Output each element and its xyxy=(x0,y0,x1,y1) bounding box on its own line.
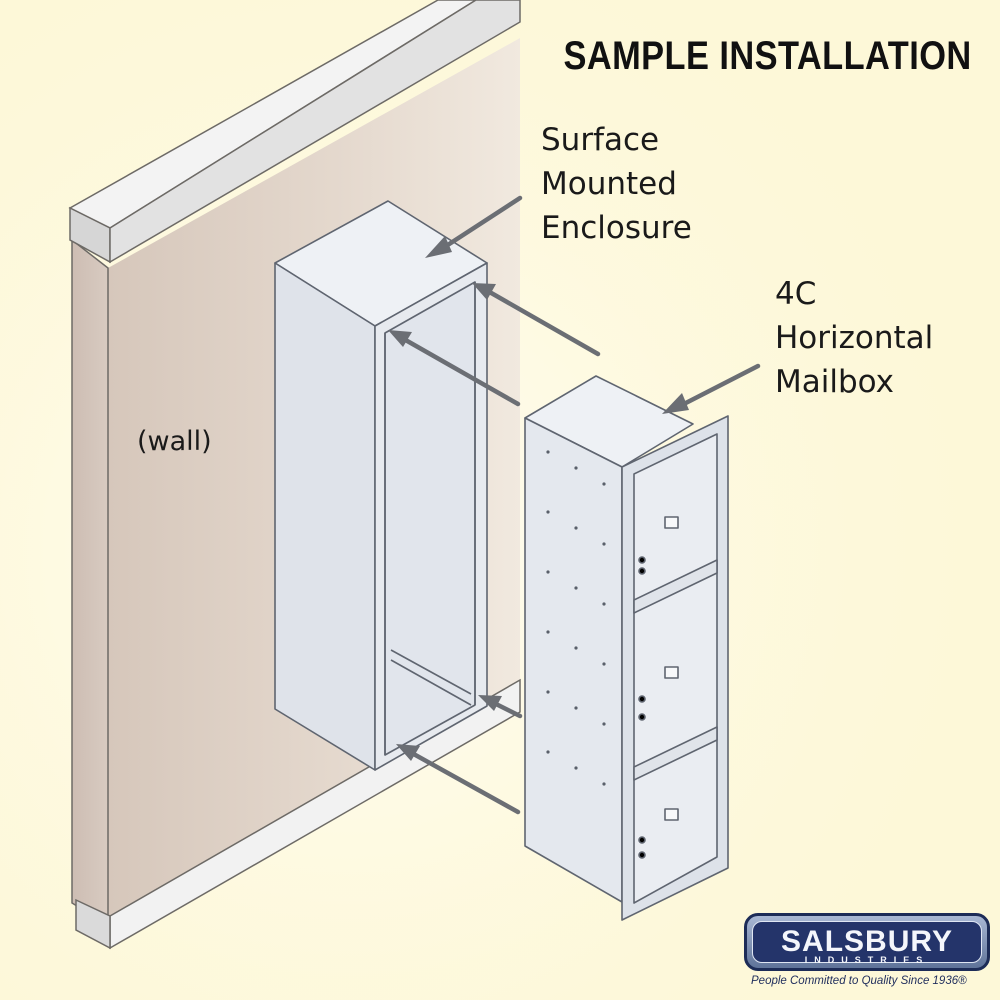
wall-label: (wall) xyxy=(137,426,212,457)
mailbox-label: 4C Horizontal Mailbox xyxy=(775,272,933,404)
mailbox-callout-arrow xyxy=(675,363,761,410)
mailbox-label-line: 4C xyxy=(775,276,817,312)
logo-name: SALSBURY xyxy=(781,925,953,958)
mailbox-rivet-dots xyxy=(546,450,606,786)
mailbox-label-line: Mailbox xyxy=(775,364,895,400)
top-left-insert-arrow xyxy=(399,335,521,407)
enclosure-label-line: Enclosure xyxy=(541,210,692,246)
horizontal-mailbox xyxy=(524,375,729,921)
logo-subtitle: INDUSTRIES xyxy=(804,955,930,965)
logo-badge: SALSBURY INDUSTRIES xyxy=(752,921,982,965)
top-right-insert-arrow xyxy=(483,287,601,357)
surface-mounted-enclosure xyxy=(274,200,488,771)
mailbox-label-line: Horizontal xyxy=(775,320,934,356)
enclosure-callout-arrow xyxy=(437,195,523,253)
salsbury-logo: SALSBURY INDUSTRIES xyxy=(744,913,990,971)
logo-tagline: People Committed to Quality Since 1936® xyxy=(751,975,967,987)
callout-arrows xyxy=(388,195,761,815)
page-title: SAMPLE INSTALLATION xyxy=(563,34,972,78)
enclosure-label: Surface Mounted Enclosure xyxy=(541,118,692,250)
bottom-left-insert-arrow xyxy=(407,749,521,815)
enclosure-label-line: Mounted xyxy=(541,166,677,202)
enclosure-label-line: Surface xyxy=(541,122,660,158)
